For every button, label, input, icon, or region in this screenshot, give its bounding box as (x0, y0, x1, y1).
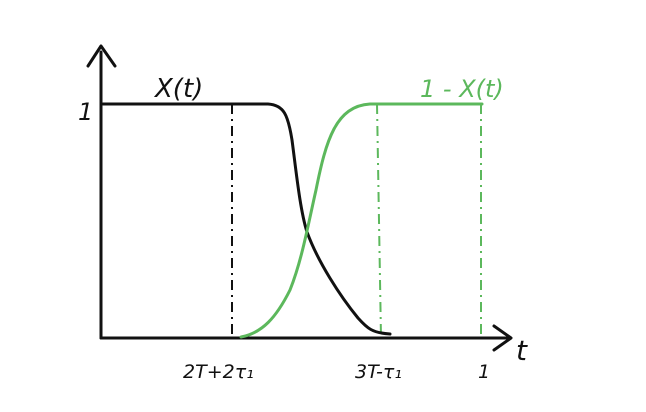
x-tick-label-2t-plus-2tau: 2T+2τ₁ (183, 361, 254, 383)
green-curve (239, 102, 484, 339)
label-one-minus-x-of-t: 1 - X(t) (420, 75, 504, 103)
x-axis-arrowhead (492, 324, 513, 352)
black-curve (101, 102, 392, 336)
axes (86, 44, 513, 352)
x-tick-label-3t-minus-tau: 3T-τ₁ (355, 361, 402, 383)
x-axis-label-t: t (516, 334, 528, 367)
y-axis-arrowhead (86, 44, 117, 68)
guide-lines (231, 103, 482, 339)
guide-line-green-mid (376, 103, 382, 339)
x-tick-label-one: 1 (478, 361, 490, 383)
label-x-of-t: X(t) (153, 74, 203, 104)
y-tick-label-one: 1 (78, 98, 93, 126)
